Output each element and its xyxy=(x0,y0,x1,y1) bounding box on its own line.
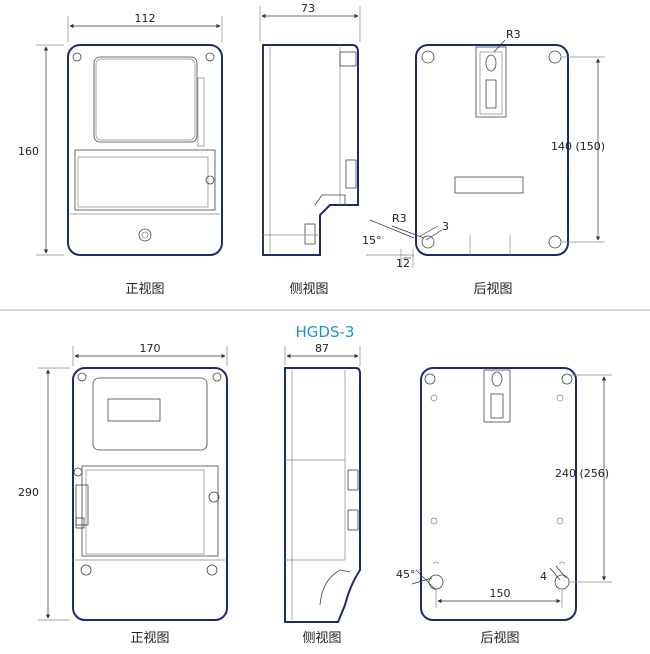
top-front-dims: 112 160 xyxy=(18,12,223,256)
top-front-height-label: 160 xyxy=(18,145,39,158)
bottom-rear-dims: 240 (256) 150 45° 4 xyxy=(396,374,612,608)
bottom-side-view xyxy=(284,367,361,623)
top-front-view xyxy=(67,44,223,256)
bottom-rear-width-label: 150 xyxy=(490,587,511,600)
top-rear-dims: R3 140 (150) R3 3 15° 12 xyxy=(362,28,605,270)
top-side-view xyxy=(262,44,359,256)
top-mount-offset-label: 12 xyxy=(396,257,410,270)
top-front-caption: 正视图 xyxy=(125,282,164,297)
bottom-rear-height-label: 240 (256) xyxy=(555,467,609,480)
bottom-rear-thickness-label: 4 xyxy=(540,570,547,583)
bottom-front-width-label: 170 xyxy=(140,342,161,355)
top-mount-thickness-label: 3 xyxy=(442,220,449,233)
bottom-side-width-label: 87 xyxy=(315,342,329,355)
bottom-rear-caption: 后视图 xyxy=(480,631,519,646)
bottom-rear-view xyxy=(420,367,577,621)
bottom-front-height-label: 290 xyxy=(18,486,39,499)
bottom-front-view xyxy=(72,367,228,621)
top-front-width-label: 112 xyxy=(135,12,156,25)
top-rear-radius-label: R3 xyxy=(506,28,521,41)
model-title: HGDS-3 xyxy=(296,323,355,341)
top-side-width-label: 73 xyxy=(301,2,315,15)
bottom-front-dims: 170 290 xyxy=(18,342,228,621)
top-side-dims: 73 xyxy=(259,2,361,42)
top-rear-view xyxy=(415,44,569,256)
top-mount-radius-label: R3 xyxy=(392,212,407,225)
bottom-rear-angle-label: 45° xyxy=(396,568,416,581)
bottom-side-dims: 87 xyxy=(284,342,361,366)
top-mount-angle-label: 15° xyxy=(362,234,382,247)
bottom-front-caption: 正视图 xyxy=(130,631,169,646)
top-side-caption: 侧视图 xyxy=(289,282,328,297)
top-rear-height-label: 140 (150) xyxy=(551,140,605,153)
bottom-side-caption: 侧视图 xyxy=(302,631,341,646)
top-rear-caption: 后视图 xyxy=(473,282,512,297)
